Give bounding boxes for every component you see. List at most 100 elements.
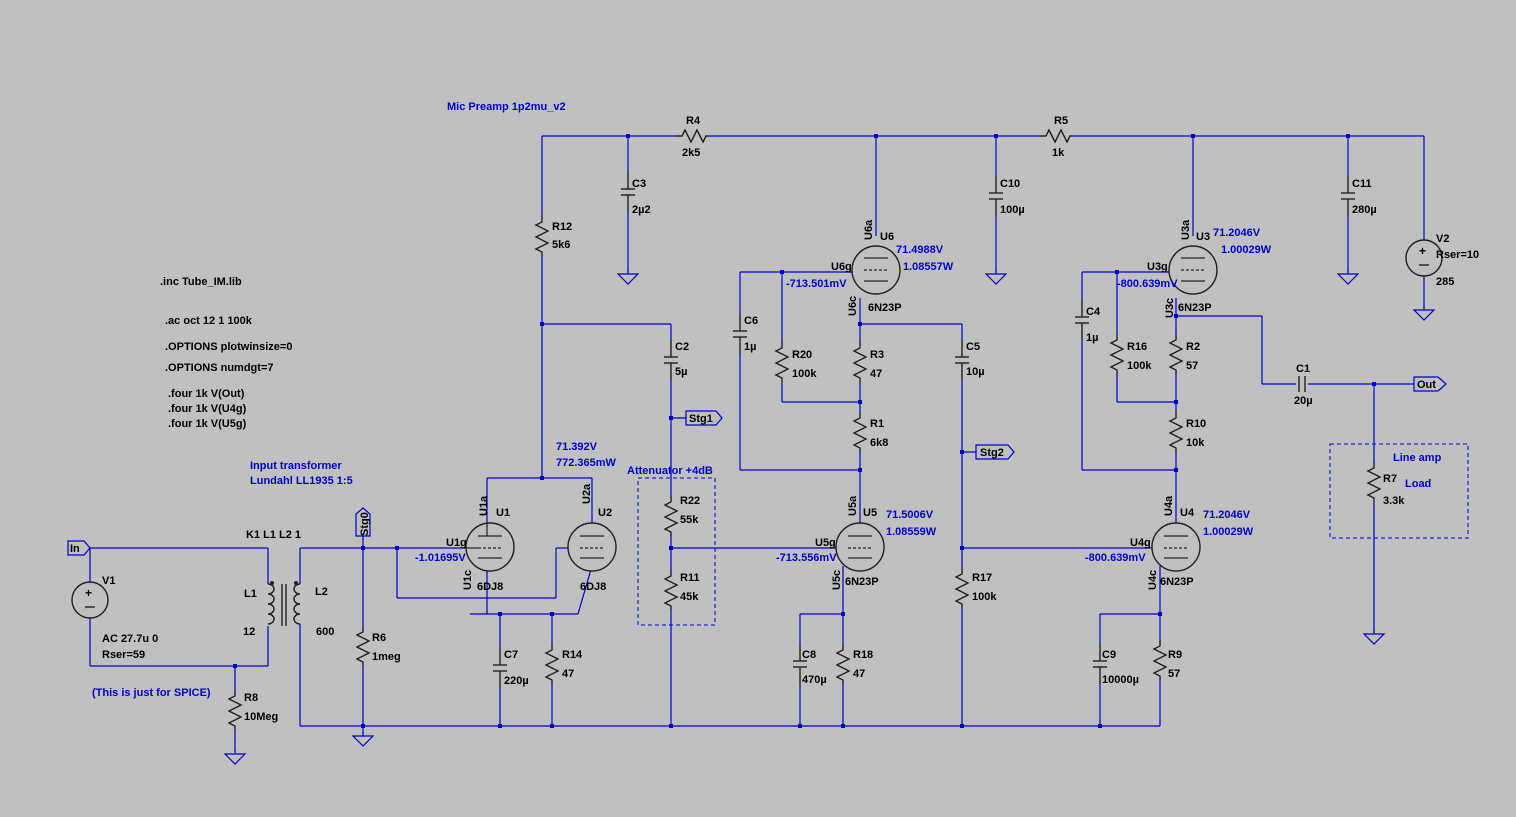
svg-text:Load: Load	[1405, 478, 1431, 490]
svg-text:C7: C7	[504, 649, 518, 661]
svg-text:U6g: U6g	[831, 261, 852, 273]
svg-text:71.2046V: 71.2046V	[1213, 227, 1261, 239]
svg-text:R17: R17	[972, 572, 992, 584]
svg-text:Lundahl LL1935 1:5: Lundahl LL1935 1:5	[250, 475, 353, 487]
svg-text:47: 47	[562, 668, 574, 680]
capacitor-c10[interactable]: C10 100µ	[988, 175, 1025, 217]
svg-text:R12: R12	[552, 221, 572, 233]
resistor-r6[interactable]: R6 1meg	[356, 625, 401, 667]
resistor-r5[interactable]: R5 1k	[1040, 115, 1072, 159]
resistor-r1[interactable]: R1 6k8	[853, 411, 888, 453]
svg-text:V2: V2	[1436, 233, 1449, 245]
net-label-in[interactable]: In	[67, 540, 91, 556]
resistor-r7[interactable]: R7 3.3k	[1367, 461, 1405, 507]
svg-text:55k: 55k	[680, 514, 699, 526]
svg-text:Rser=10: Rser=10	[1436, 249, 1479, 261]
tube-u6[interactable]: U6 U6g 6N23P U6a U6c	[831, 219, 902, 316]
resistor-r14[interactable]: R14 47	[545, 643, 583, 685]
svg-text:772.365mW: 772.365mW	[556, 457, 617, 469]
svg-text:-713.556mV: -713.556mV	[776, 552, 837, 564]
tube-u1[interactable]: U1 U1g 6DJ8 U1a U1c	[446, 495, 515, 593]
capacitor-c3[interactable]: C3 2µ2	[620, 171, 651, 216]
svg-text:(This is just for SPICE): (This is just for SPICE)	[92, 687, 211, 699]
resistor-r20[interactable]: R20 100k	[775, 341, 817, 383]
resistor-r16[interactable]: R16 100k	[1110, 333, 1152, 375]
svg-text:R20: R20	[792, 349, 812, 361]
capacitor-c5[interactable]: C5 10µ	[954, 339, 985, 381]
capacitor-c7[interactable]: C7 220µ	[492, 647, 529, 689]
svg-text:1.00029W: 1.00029W	[1203, 526, 1254, 538]
svg-text:R3: R3	[870, 349, 884, 361]
resistor-r4[interactable]: R4 2k5	[676, 115, 708, 159]
svg-text:12: 12	[243, 626, 255, 638]
resistor-r11[interactable]: R11 45k	[664, 569, 700, 611]
svg-text:V1: V1	[102, 575, 115, 587]
svg-text:285: 285	[1436, 276, 1454, 288]
svg-text:Out: Out	[1417, 379, 1436, 391]
svg-text:2k5: 2k5	[682, 147, 700, 159]
svg-text:R1: R1	[870, 418, 884, 430]
capacitor-c11[interactable]: C11 280µ	[1340, 175, 1377, 217]
tube-u5[interactable]: U5 U5g 6N23P U5a U5c	[815, 495, 885, 590]
voltage-source-v1[interactable]: + V1 AC 27.7u 0 Rser=59	[71, 575, 158, 661]
svg-text:R22: R22	[680, 495, 700, 507]
svg-text:57: 57	[1168, 668, 1180, 680]
net-label-stg1[interactable]: Stg1	[685, 410, 723, 426]
capacitor-c2[interactable]: C2 5µ	[663, 339, 689, 381]
resistor-r3[interactable]: R3 47	[853, 341, 884, 383]
svg-text:R8: R8	[244, 692, 258, 704]
svg-text:3.3k: 3.3k	[1383, 495, 1405, 507]
svg-text:U1: U1	[496, 507, 510, 519]
resistor-r8[interactable]: R8 10Meg	[228, 689, 278, 731]
svg-text:U6: U6	[880, 231, 894, 243]
svg-text:R7: R7	[1383, 473, 1397, 485]
tube-u4[interactable]: U4 U4g 6N23P U4a U4c	[1130, 495, 1201, 590]
capacitor-c9[interactable]: C9 10000µ	[1092, 643, 1139, 686]
svg-text:6N23P: 6N23P	[1178, 302, 1212, 314]
net-label-stg0[interactable]: Stg0	[355, 507, 371, 537]
svg-text:U5g: U5g	[815, 537, 836, 549]
resistor-r12[interactable]: R12 5k6	[535, 215, 572, 257]
svg-text:R4: R4	[686, 115, 701, 127]
svg-text:.inc Tube_IM.lib: .inc Tube_IM.lib	[160, 276, 242, 288]
schematic-title: Mic Preamp 1p2mu_v2	[447, 101, 566, 113]
capacitor-c1[interactable]: C1 20µ	[1294, 363, 1313, 407]
voltage-source-v2[interactable]: + V2 Rser=10 285	[1405, 233, 1479, 288]
svg-text:Stg2: Stg2	[980, 447, 1004, 459]
resistor-r17[interactable]: R17 100k	[955, 567, 997, 609]
svg-text:U2: U2	[598, 507, 612, 519]
svg-text:C3: C3	[632, 178, 646, 190]
svg-text:.four 1k V(Out): .four 1k V(Out)	[168, 388, 245, 400]
svg-text:6N23P: 6N23P	[845, 576, 879, 588]
resistor-r18[interactable]: R18 47	[836, 643, 873, 685]
transformer[interactable]: L1 12 L2 600 K1 L1 L2 1	[243, 529, 334, 638]
svg-text:6k8: 6k8	[870, 437, 888, 449]
resistor-r10[interactable]: R10 10k	[1169, 411, 1206, 453]
tube-u3[interactable]: U3 U3g 6N23P U3a U3c	[1147, 219, 1218, 318]
svg-text:C6: C6	[744, 315, 758, 327]
svg-text:5µ: 5µ	[675, 366, 687, 378]
capacitor-c8[interactable]: C8 470µ	[792, 643, 827, 686]
svg-text:280µ: 280µ	[1352, 204, 1377, 216]
svg-text:U1a: U1a	[478, 495, 490, 516]
svg-text:AC 27.7u 0: AC 27.7u 0	[102, 633, 158, 645]
capacitor-c6[interactable]: C6 1µ	[732, 313, 758, 355]
resistor-r22[interactable]: R22 55k	[664, 495, 700, 537]
resistor-r9[interactable]: R9 57	[1153, 639, 1182, 681]
resistor-r2[interactable]: R2 57	[1169, 333, 1200, 375]
tube-u2[interactable]: U2 6DJ8 U2a	[567, 483, 617, 593]
net-label-out[interactable]: Out	[1413, 376, 1447, 392]
svg-text:6DJ8: 6DJ8	[477, 581, 503, 593]
svg-text:1.08557W: 1.08557W	[903, 261, 954, 273]
net-label-stg2[interactable]: Stg2	[975, 444, 1015, 460]
svg-text:.ac oct 12 1 100k: .ac oct 12 1 100k	[165, 315, 253, 327]
svg-text:47: 47	[853, 668, 865, 680]
capacitor-c4[interactable]: C4 1µ	[1074, 299, 1101, 344]
measurements: 71.392V 772.365mW -1.01695V 71.4988V 1.0…	[415, 227, 1272, 564]
svg-text:100k: 100k	[1127, 360, 1152, 372]
svg-text:47: 47	[870, 368, 882, 380]
coupling-directive: K1 L1 L2 1	[246, 529, 301, 541]
svg-text:-800.639mV: -800.639mV	[1117, 278, 1178, 290]
